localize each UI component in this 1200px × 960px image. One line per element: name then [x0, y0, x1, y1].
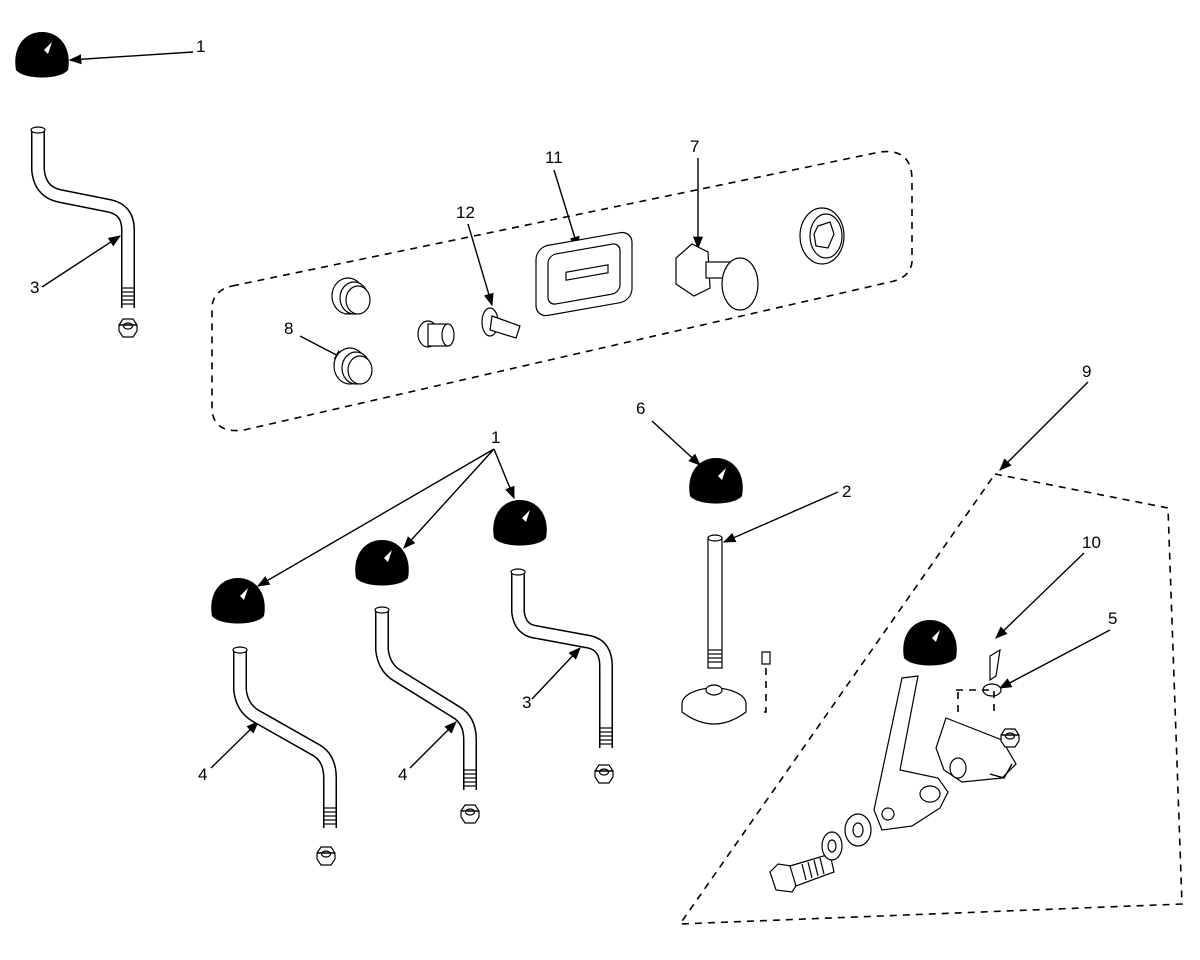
indicator-lens-icon — [535, 231, 633, 317]
bracket-assembly-outline — [678, 473, 1183, 925]
control-knob-icon — [675, 243, 759, 311]
callout-3-lower: 3 — [522, 693, 531, 712]
toggle-switch-icon — [481, 307, 521, 339]
knob-icon — [211, 578, 265, 624]
shift-lever-rod — [510, 568, 614, 784]
knob-icon — [15, 32, 69, 78]
callout-3-top: 3 — [30, 278, 39, 297]
dial-icon — [799, 207, 845, 265]
callout-7: 7 — [690, 137, 699, 156]
callout-8: 8 — [284, 319, 293, 338]
callout-9: 9 — [1082, 362, 1091, 381]
callout-5: 5 — [1108, 609, 1117, 628]
knob-icon — [355, 540, 409, 586]
straight-rod — [681, 534, 771, 725]
bolt-and-washers — [769, 813, 872, 893]
callout-4-left: 4 — [198, 765, 207, 784]
callout-11: 11 — [545, 148, 563, 167]
callout-1-lower: 1 — [491, 428, 500, 447]
bracket-assembly — [873, 648, 1020, 831]
shift-lever-rod — [374, 606, 480, 824]
plug-button-icon — [333, 347, 373, 385]
callout-6: 6 — [636, 399, 645, 418]
knob-icon — [493, 500, 547, 546]
control-panel-outline — [211, 150, 913, 432]
callout-4-mid: 4 — [398, 765, 407, 784]
leader-arrows — [41, 51, 1111, 769]
push-button-icon — [417, 320, 455, 348]
callout-10: 10 — [1082, 533, 1101, 552]
shift-lever-rod — [232, 646, 337, 866]
shift-lever-rod — [30, 126, 138, 338]
callout-2: 2 — [842, 482, 851, 501]
knob-icon — [903, 620, 957, 666]
knob-icon — [689, 458, 743, 504]
plug-button-icon — [331, 277, 371, 315]
callout-1-top: 1 — [196, 37, 205, 56]
callout-12: 12 — [456, 203, 475, 222]
